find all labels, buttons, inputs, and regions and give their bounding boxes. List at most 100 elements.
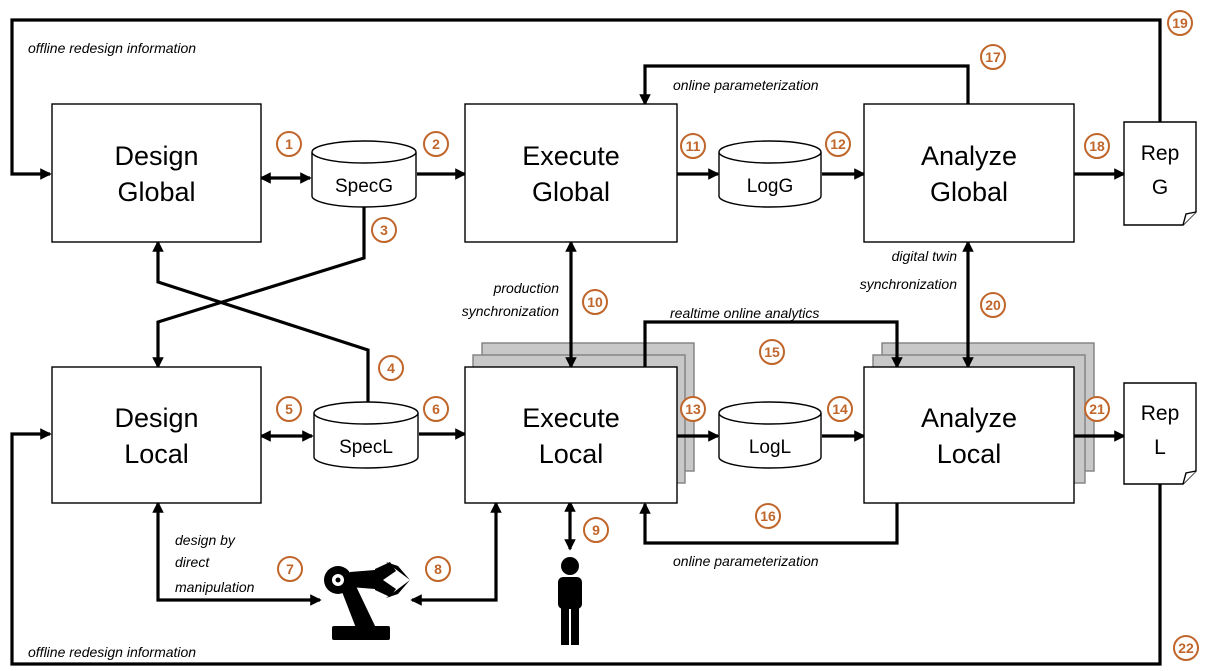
production-sync-label-2: synchronization — [462, 303, 559, 319]
execute-global-line1: Execute — [522, 141, 620, 171]
realtime-analytics-arrow — [643, 320, 903, 369]
specl-design-global-arrow — [152, 240, 370, 402]
online-param-top-label: online parameterization — [673, 77, 819, 93]
rep-g-line1: Rep — [1141, 142, 1180, 165]
doc-rep-l: Rep L — [1123, 382, 1197, 485]
svg-text:11: 11 — [686, 138, 701, 154]
specg-design-local-arrow — [152, 206, 366, 369]
badge-3: 3 — [371, 217, 397, 243]
badge-18: 18 — [1084, 133, 1110, 159]
svg-text:10: 10 — [587, 294, 603, 310]
badge-5: 5 — [276, 396, 302, 422]
svg-text:9: 9 — [592, 522, 600, 538]
online-param-top-arrow — [639, 64, 970, 106]
design-global-line1: Design — [114, 141, 198, 171]
design-global-line2: Global — [117, 177, 195, 207]
svg-text:12: 12 — [830, 136, 846, 152]
offline-redesign-top-arrow — [10, 18, 1162, 180]
digital-twin-label-2: synchronization — [860, 276, 957, 292]
digital-twin-label-1: digital twin — [892, 248, 958, 264]
svg-text:15: 15 — [764, 344, 780, 360]
rep-g-line2: G — [1152, 176, 1168, 199]
badge-22: 22 — [1173, 635, 1199, 661]
store-specg: SpecG — [311, 140, 417, 208]
svg-text:7: 7 — [286, 561, 294, 577]
svg-text:6: 6 — [432, 401, 440, 417]
box-execute-local: Execute Local — [464, 366, 678, 504]
analyze-local-line1: Analyze — [921, 403, 1017, 433]
badge-19: 19 — [1167, 10, 1193, 36]
box-analyze-local: Analyze Local — [863, 366, 1075, 504]
svg-text:21: 21 — [1089, 401, 1105, 417]
manipulation-label-1: design by — [175, 532, 236, 548]
badge-21: 21 — [1084, 396, 1110, 422]
badge-11: 11 — [680, 133, 706, 159]
svg-text:4: 4 — [387, 360, 395, 376]
offline-redesign-bottom-label: offline redesign information — [28, 644, 196, 660]
badges: 1 2 3 4 5 6 7 8 9 10 11 12 13 14 15 16 1… — [276, 10, 1199, 661]
badge-4: 4 — [378, 355, 404, 381]
realtime-analytics-label: realtime online analytics — [670, 305, 819, 321]
badge-13: 13 — [680, 396, 706, 422]
box-design-global: Design Global — [51, 103, 262, 243]
svg-text:22: 22 — [1178, 640, 1194, 656]
manipulation-label-3: manipulation — [175, 579, 255, 595]
doc-rep-g: Rep G — [1123, 121, 1197, 226]
rep-l-line1: Rep — [1141, 402, 1180, 425]
svg-text:16: 16 — [760, 508, 776, 524]
badge-15: 15 — [759, 339, 785, 365]
design-manipulation-arrow — [152, 501, 322, 606]
badge-1: 1 — [276, 131, 302, 157]
badge-8: 8 — [425, 556, 451, 582]
box-analyze-global: Analyze Global — [863, 103, 1075, 243]
svg-text:1: 1 — [285, 136, 293, 152]
execute-local-line2: Local — [539, 439, 604, 469]
badge-7: 7 — [277, 556, 303, 582]
execute-local-line1: Execute — [522, 403, 620, 433]
badge-6: 6 — [423, 396, 449, 422]
badge-10: 10 — [582, 289, 608, 315]
box-design-local: Design Local — [51, 366, 262, 504]
badge-2: 2 — [423, 131, 449, 157]
badge-14: 14 — [827, 396, 853, 422]
robot-execute-arrow — [410, 501, 502, 606]
production-sync-label-1: production — [493, 280, 560, 296]
design-local-line2: Local — [124, 439, 189, 469]
box-execute-global: Execute Global — [464, 103, 678, 243]
store-specl: SpecL — [313, 401, 419, 469]
offline-redesign-top-label: offline redesign information — [28, 40, 196, 56]
online-param-bottom-label: online parameterization — [673, 553, 819, 569]
badge-20: 20 — [980, 292, 1006, 318]
badge-16: 16 — [755, 503, 781, 529]
person-icon — [558, 557, 582, 645]
badge-9: 9 — [583, 517, 609, 543]
store-logl: LogL — [718, 401, 822, 469]
rep-l-line2: L — [1154, 436, 1166, 459]
execute-global-line2: Global — [532, 177, 610, 207]
analyze-local-line2: Local — [937, 439, 1002, 469]
svg-text:3: 3 — [380, 222, 388, 238]
connections — [10, 18, 1162, 666]
svg-text:5: 5 — [285, 401, 293, 417]
logg-label: LogG — [747, 176, 793, 197]
svg-text:18: 18 — [1089, 138, 1105, 154]
badge-12: 12 — [825, 131, 851, 157]
robot-arm-icon — [324, 562, 410, 640]
logl-label: LogL — [749, 437, 791, 458]
svg-text:13: 13 — [685, 401, 701, 417]
online-param-bottom-arrow — [639, 500, 899, 545]
offline-redesign-bottom-arrow — [10, 428, 1162, 666]
svg-text:19: 19 — [1172, 15, 1188, 31]
design-local-line1: Design — [114, 403, 198, 433]
manipulation-label-2: direct — [175, 554, 210, 570]
svg-text:8: 8 — [434, 561, 442, 577]
svg-text:17: 17 — [985, 49, 1001, 65]
svg-text:14: 14 — [832, 401, 848, 417]
specl-label: SpecL — [339, 437, 393, 458]
specg-label: SpecG — [335, 176, 393, 197]
svg-text:20: 20 — [985, 297, 1001, 313]
badge-17: 17 — [980, 44, 1006, 70]
store-logg: LogG — [718, 140, 822, 208]
svg-text:2: 2 — [432, 136, 440, 152]
